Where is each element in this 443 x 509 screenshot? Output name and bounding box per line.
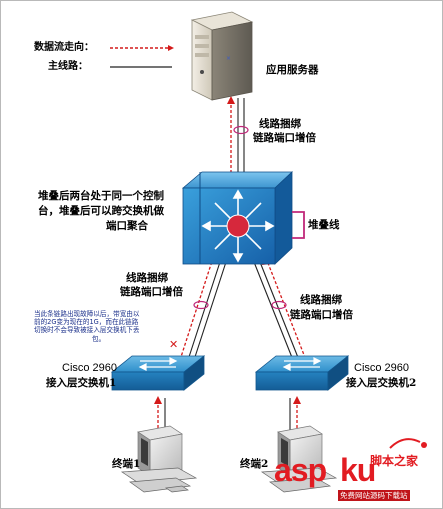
failover-note-line-1: 当此条链路出现故障以后，带宽由以 — [34, 310, 140, 318]
app-server-label: 应用服务器 — [266, 64, 319, 76]
link-failure-mark: ✕ — [169, 338, 178, 351]
failover-note-line-4: 包。 — [92, 334, 106, 343]
core-switch2-links — [253, 254, 307, 361]
left-link-label-2: 链路端口增倍 — [120, 286, 183, 298]
server-port-mark: × — [226, 55, 231, 62]
link-bundle-marker-top — [233, 125, 249, 135]
legend-lines — [110, 45, 174, 68]
terminal2-computer-icon — [260, 425, 338, 493]
top-link-label-2: 链路端口增倍 — [253, 132, 316, 144]
core-switch1-links: ✕ — [169, 252, 227, 361]
switch2-role-label: 接入层交换机2 — [346, 377, 417, 389]
access-switch2-icon — [254, 355, 350, 391]
terminal-links — [154, 396, 301, 432]
failover-note-line-3: 切换时不会导致被接入层交换机下丢 — [34, 326, 140, 335]
watermark-brand-2: ku — [340, 452, 376, 488]
legend-trunk-label: 主线路： — [48, 61, 88, 72]
switch1-model-label: Cisco 2960 — [62, 362, 118, 374]
link-bundle-marker-left — [193, 300, 209, 310]
stack-desc-line-3: 端口聚合 — [106, 220, 148, 232]
access-switch1-icon — [110, 355, 206, 391]
link-bundle-marker-right — [271, 300, 287, 310]
failover-note-line-2: 前的2G变为现在的1G，而在此链路 — [34, 318, 139, 327]
right-link-label-2: 链路端口增倍 — [290, 309, 353, 321]
watermark-brand: asp — [274, 452, 327, 488]
switch1-role-label: 接入层交换机1 — [46, 377, 117, 389]
right-link-label-1: 线路捆绑 — [300, 294, 342, 306]
switch2-model-label: Cisco 2960 — [354, 362, 410, 374]
terminal1-label: 终端1 — [112, 458, 141, 470]
terminal2-label: 终端2 — [240, 458, 269, 470]
watermark-subtitle: 免费网站源码下载站 — [338, 490, 410, 501]
stack-cable-label: 堆叠线 — [308, 219, 340, 231]
server-core-links — [227, 96, 249, 180]
left-link-label-1: 线路捆绑 — [126, 272, 168, 284]
stack-desc-line-1: 堆叠后两台处于同一个控制 — [38, 190, 164, 202]
legend-data-flow-label: 数据流走向： — [34, 42, 94, 53]
watermark-brand-cn: 脚本之家 — [370, 454, 419, 468]
terminal1-computer-icon — [120, 425, 198, 493]
stack-cable-bracket — [292, 211, 305, 239]
top-link-label-1: 线路捆绑 — [259, 118, 301, 130]
server-icon: × — [190, 11, 254, 101]
core-switch-stack-icon — [181, 171, 294, 265]
legend-arrowhead — [168, 45, 174, 51]
watermark-graphic — [389, 438, 427, 449]
stack-desc-line-2: 台，堆叠后可以跨交换机做 — [38, 205, 164, 217]
failover-note: 当此条链路出现故障以后，带宽由以 前的2G变为现在的1G，而在此链路 切换时不会… — [34, 310, 184, 343]
